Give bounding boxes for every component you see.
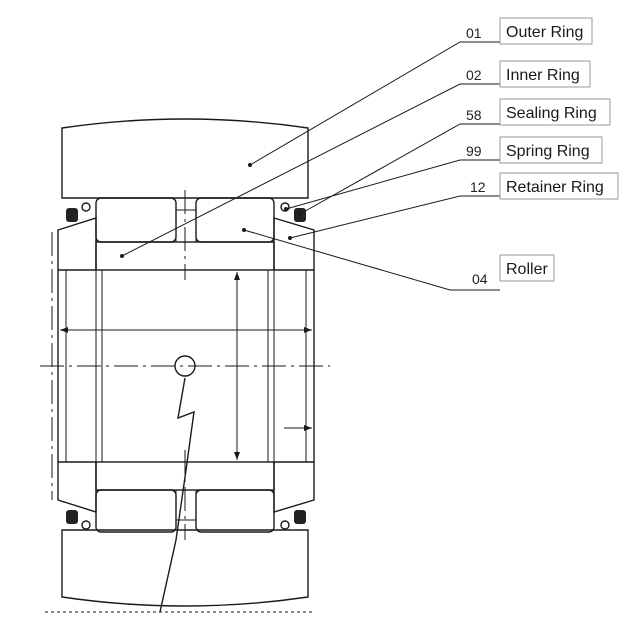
- label-spring-ring: Spring Ring: [506, 143, 590, 160]
- leader-lines: [120, 41, 500, 291]
- dimension-lines: [60, 272, 312, 460]
- callout-numbers: 01 02 58 99 12 04: [466, 25, 488, 287]
- callout-number-outer-ring: 01: [466, 25, 482, 41]
- outer-ring: [61, 118, 309, 607]
- label-roller: Roller: [506, 261, 548, 278]
- label-inner-ring: Inner Ring: [506, 67, 580, 84]
- callout-number-spring-ring: 99: [466, 143, 482, 159]
- break-line: [45, 377, 312, 613]
- callout-number-sealing-ring: 58: [466, 107, 482, 123]
- label-retainer-ring: Retainer Ring: [506, 179, 604, 196]
- label-outer-ring: Outer Ring: [506, 24, 583, 41]
- callout-number-retainer-ring: 12: [470, 179, 486, 195]
- label-sealing-ring: Sealing Ring: [506, 105, 597, 122]
- center-lines: [40, 190, 330, 540]
- spring-rings: [81, 202, 290, 530]
- callout-labels: Outer Ring Inner Ring Sealing Ring Sprin…: [499, 17, 619, 282]
- sealing-rings: [66, 208, 306, 524]
- callout-number-inner-ring: 02: [466, 67, 482, 83]
- callout-number-roller: 04: [472, 271, 488, 287]
